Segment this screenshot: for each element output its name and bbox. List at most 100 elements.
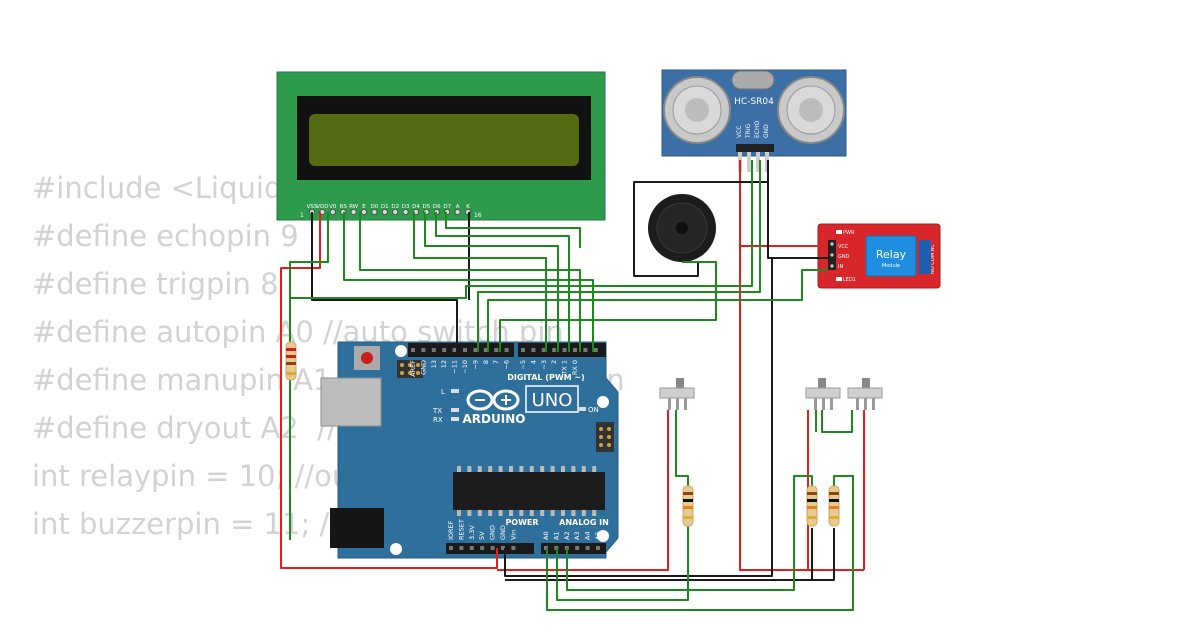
rx-label: RX [433, 416, 443, 424]
header-pin [449, 546, 453, 550]
ultrasonic-sensor[interactable]: HC-SR04 VCC TRIG ECHO GND [661, 69, 847, 172]
lcd-pin-label: RW [349, 204, 359, 210]
lcd-pin-label: A [456, 204, 460, 210]
chip-leg [477, 510, 482, 516]
chip-leg [540, 466, 545, 472]
board-pin-label: A5 [594, 531, 602, 540]
relay-terminals: NO COM NC [930, 244, 936, 274]
board-pin-label: 3.3V [468, 525, 476, 540]
header-pin [531, 348, 536, 352]
lcd-pin-label: VSS [307, 204, 318, 210]
board-pin-label: GND [489, 525, 497, 540]
chip-leg [550, 510, 555, 516]
header-pin [541, 348, 546, 352]
resistor-switch2[interactable] [806, 485, 818, 527]
chip-leg [519, 510, 524, 516]
lcd-pin-label: D2 [391, 204, 399, 210]
lcd-pin-header [308, 208, 471, 215]
lcd-pin-label: RS [340, 204, 348, 210]
lcd-pin-first: 1 [300, 212, 304, 219]
slide-switch-3[interactable] [847, 378, 883, 410]
resistor-switch3[interactable] [828, 485, 840, 527]
resistor-contrast[interactable] [285, 341, 297, 381]
chip-leg [561, 466, 565, 472]
header-pin [490, 546, 495, 550]
chip-leg [477, 466, 482, 472]
power-jack [330, 508, 384, 548]
header-pin [511, 546, 516, 550]
lcd-pin-label: D6 [433, 204, 441, 210]
board-pin-label: A0 [542, 531, 550, 540]
board-pin-label: ~5 [519, 360, 527, 370]
atmega-chip [453, 472, 605, 510]
wire-black-relay-gnd [767, 182, 828, 259]
chip-leg [571, 510, 576, 516]
icsp-pin [400, 371, 404, 375]
wire-green-rs [343, 212, 594, 352]
arduino-model: UNO [532, 390, 573, 411]
relay-module[interactable]: Relay Module VCC GND IN PWR LED1 NO COM … [817, 223, 941, 289]
header-pin [463, 348, 467, 352]
wire-green-d6 [435, 212, 570, 352]
lcd-pin [360, 208, 367, 215]
wire-green-contrast [289, 212, 329, 540]
lcd-pin-label: D0 [371, 204, 379, 210]
chip-leg [571, 466, 576, 472]
chip-leg [509, 510, 513, 516]
board-pin-label: IOREF [447, 520, 455, 540]
board-pin-label: ~6 [503, 360, 511, 370]
wire-red-rail [739, 246, 864, 571]
chip-leg [529, 510, 534, 516]
chip-leg [529, 466, 534, 472]
wire-green-a1 [556, 410, 689, 601]
slide-switch-2[interactable] [805, 378, 841, 410]
lcd-pin [371, 208, 378, 215]
header-pin [573, 348, 577, 352]
chip-leg [498, 466, 503, 472]
board-pin-label: 8 [482, 360, 490, 364]
wire-green-a0 [546, 475, 854, 611]
chip-leg [592, 466, 597, 472]
relay-led-label: LED1 [843, 277, 856, 283]
sensor-pin-gnd: GND [763, 124, 770, 138]
wire-red-switch1 [497, 410, 669, 571]
board-pin-label: GND [499, 525, 507, 540]
wire-red-5v [280, 212, 498, 569]
lcd-screen [309, 114, 579, 166]
board-pin-label: Vin [509, 530, 517, 540]
icsp-pin [599, 435, 603, 439]
icsp-pin [416, 363, 420, 367]
chip-leg [561, 510, 565, 516]
relay-pwr-label: PWR [843, 230, 855, 236]
wire-green-d7 [445, 212, 581, 248]
board-pin-label: RESET [457, 519, 465, 540]
piezo-buzzer[interactable] [648, 194, 716, 262]
tx-label: TX [432, 407, 442, 415]
wire-green-relay-in [487, 269, 828, 352]
sensor-label: HC-SR04 [734, 97, 774, 107]
header-pin [469, 546, 474, 550]
header-pin [473, 348, 478, 352]
wire-black-lcd-gnd [311, 212, 458, 352]
header-pin [452, 348, 457, 352]
header-pin [480, 546, 485, 550]
lcd-pin-label: D7 [443, 204, 451, 210]
chip-leg [467, 466, 472, 472]
chip-leg [592, 510, 597, 516]
icsp-pin [599, 427, 603, 431]
wire-black-gnd-rail [504, 258, 773, 577]
header-pin [521, 348, 525, 352]
wire-green-buzzer [499, 261, 717, 352]
chip-leg [488, 510, 493, 516]
board-pin-label: ~9 [471, 360, 479, 370]
header-pin [552, 348, 557, 352]
wire-green-e [359, 212, 581, 352]
resistor-switch1[interactable] [682, 485, 694, 527]
slide-switch-1[interactable] [659, 378, 695, 410]
relay-title: Relay [876, 248, 907, 261]
